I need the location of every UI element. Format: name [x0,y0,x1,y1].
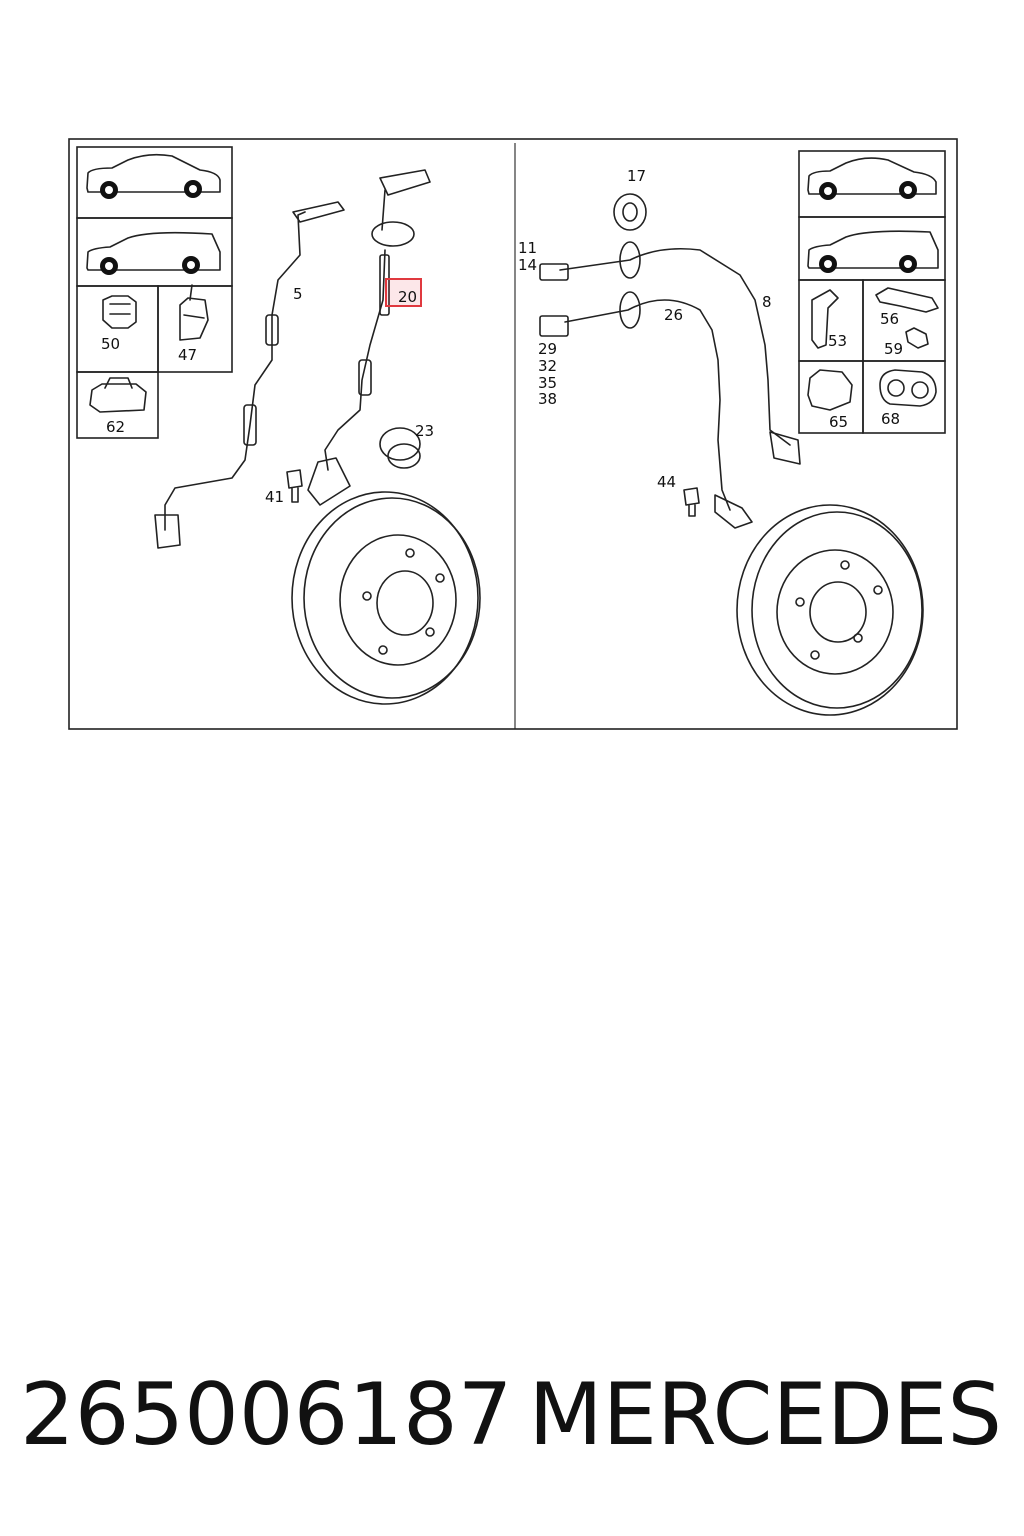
sensor-cable-8 [539,241,801,465]
sedan-box-right [798,150,946,218]
label-65: 65 [829,413,848,431]
sensor-cable-20 [307,169,431,506]
estate-box-right [798,216,946,281]
inset-68-box [862,360,946,434]
label-29: 29 [538,340,557,358]
inset-62-box [76,371,159,439]
right-panel: 53 56 59 65 68 [518,150,946,716]
clip-62-icon [89,377,147,413]
part-23-bushing [379,427,421,469]
label-62: 62 [106,418,125,436]
estate-icon [807,230,939,273]
clip-68-icon [879,369,937,407]
clip-50-icon [102,295,137,329]
brake-disc-left [291,491,481,705]
bolt-41-icon [286,469,303,503]
label-20: 20 [398,288,417,306]
label-47: 47 [178,346,197,364]
clip-53-icon [811,289,839,349]
inset-47-box [157,285,233,373]
sedan-icon [86,153,221,199]
label-35: 35 [538,374,557,392]
label-53: 53 [828,332,847,350]
label-17: 17 [627,167,646,185]
clip-47-icon [179,284,209,341]
estate-box [76,217,233,287]
label-26: 26 [664,306,683,324]
label-56: 56 [880,310,899,328]
sensor-cable-5 [154,201,345,549]
bolt-44-icon [683,487,700,517]
parts-diagram: 50 47 62 [68,138,958,730]
label-41: 41 [265,488,284,506]
label-11: 11 [518,239,537,257]
label-8: 8 [762,293,772,311]
estate-icon [86,231,221,275]
highlight-20 [385,278,422,307]
label-14: 14 [518,256,537,274]
sensor-cable-26 [539,291,753,529]
label-38: 38 [538,390,557,408]
clip-65-icon [807,369,853,411]
part-number: 265006187 [20,1365,513,1465]
brake-disc-right [736,504,924,716]
grommet-17-icon [613,193,647,231]
label-59: 59 [884,340,903,358]
label-32: 32 [538,357,557,375]
left-panel: 50 47 62 [76,146,481,705]
label-23: 23 [415,422,434,440]
clip-56-icon [875,287,939,349]
brand-name: MERCEDES [528,1365,1002,1465]
label-68: 68 [881,410,900,428]
label-5: 5 [293,285,303,303]
sedan-box [76,146,233,219]
diagram-frame [68,138,958,730]
label-44: 44 [657,473,676,491]
label-50: 50 [101,335,120,353]
sedan-icon [807,157,937,200]
footer: 265006187 MERCEDES [0,1360,1024,1470]
inset-50-box [76,285,159,373]
